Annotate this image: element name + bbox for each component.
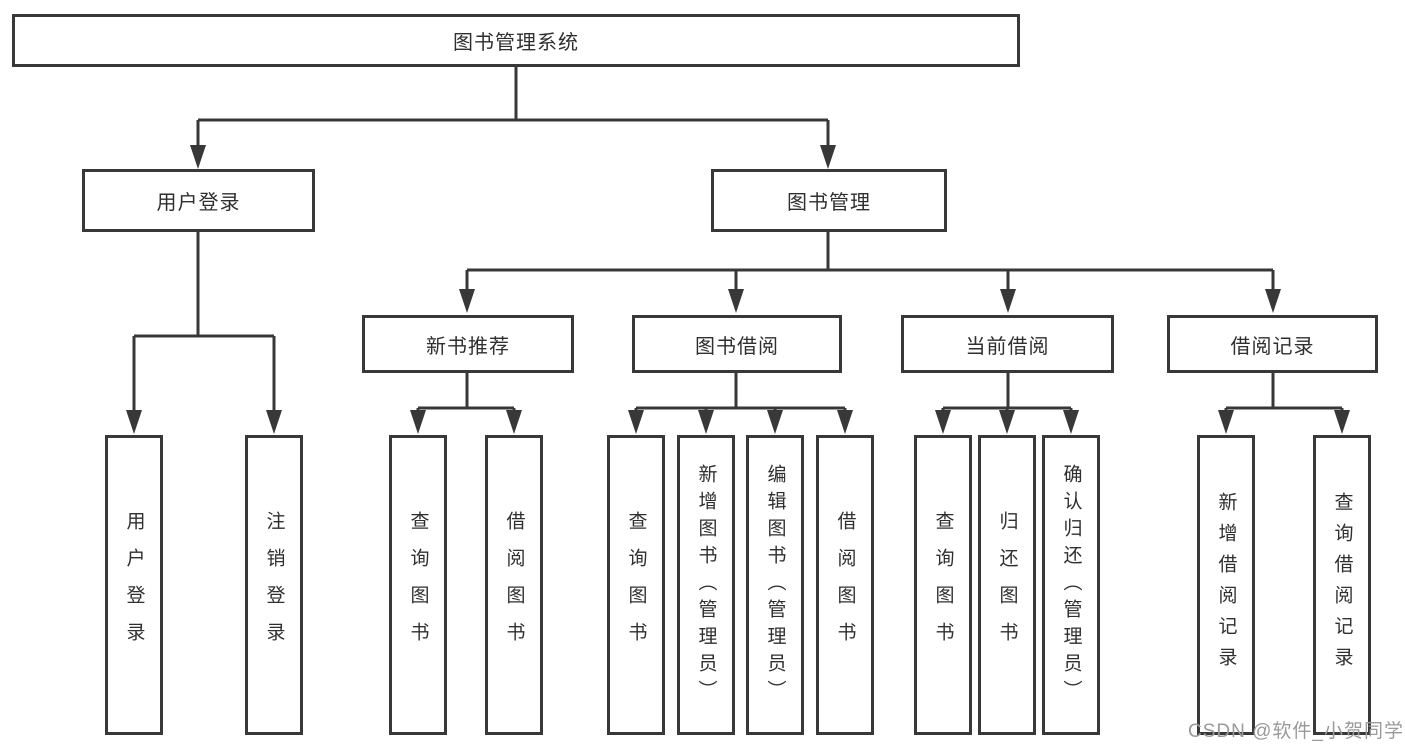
arrowheads xyxy=(126,145,1350,434)
leaf-logout: 注销登录 xyxy=(245,435,303,735)
node-library-management-system: 图书管理系统 xyxy=(12,14,1020,67)
leaf-user-login: 用户登录 xyxy=(105,435,163,735)
leaf-query-borrow-record: 查询借阅记录 xyxy=(1313,435,1371,735)
node-book-borrowing: 图书借阅 xyxy=(632,315,842,373)
leaf-query-book-recommend: 查询图书 xyxy=(389,435,447,735)
leaf-edit-book-admin: 编辑图书（管理员） xyxy=(746,435,804,735)
node-current-borrowing: 当前借阅 xyxy=(901,315,1114,373)
leaf-confirm-return-admin: 确认归还（管理员） xyxy=(1042,435,1100,735)
node-borrowing-records: 借阅记录 xyxy=(1167,315,1378,373)
leaf-borrow-book-borrowing: 借阅图书 xyxy=(816,435,874,735)
leaf-borrow-book-recommend: 借阅图书 xyxy=(485,435,543,735)
leaf-return-book: 归还图书 xyxy=(978,435,1036,735)
leaf-add-book-admin: 新增图书（管理员） xyxy=(677,435,735,735)
leaf-add-borrow-record: 新增借阅记录 xyxy=(1197,435,1255,735)
node-user-login: 用户登录 xyxy=(82,169,315,232)
node-book-management: 图书管理 xyxy=(711,169,947,232)
leaf-query-book-borrowing: 查询图书 xyxy=(607,435,665,735)
csdn-watermark: CSDN @软件_小贺同学 xyxy=(1188,721,1404,742)
node-new-book-recommend: 新书推荐 xyxy=(362,315,574,373)
leaf-query-book-current: 查询图书 xyxy=(914,435,972,735)
